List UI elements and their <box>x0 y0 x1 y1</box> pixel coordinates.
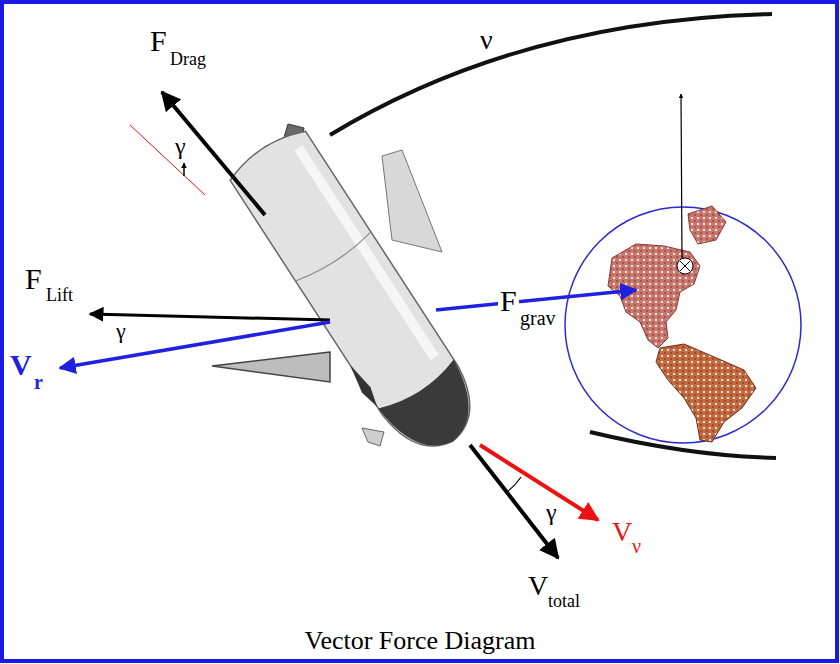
subscript: Drag <box>170 50 206 68</box>
force-vectors <box>60 92 636 558</box>
force-symbol: F <box>498 286 519 316</box>
velocity-symbol: V <box>10 350 32 380</box>
subscript: r <box>34 372 43 392</box>
angle-symbol: γ <box>116 320 126 342</box>
orbit-symbol: ν <box>478 26 495 54</box>
angle-symbol: γ <box>175 134 186 158</box>
subscript: ν <box>632 536 641 556</box>
space-shuttle <box>212 124 491 468</box>
velocity-symbol: V <box>612 518 632 546</box>
subscript: Lift <box>46 286 73 304</box>
force-symbol: F <box>150 26 167 56</box>
subscript: total <box>548 592 580 610</box>
orbit-arc <box>330 14 772 135</box>
earth-globe <box>565 94 801 443</box>
velocity-symbol: V <box>528 572 548 600</box>
force-symbol: F <box>25 264 42 294</box>
angle-symbol: γ <box>546 500 557 524</box>
subscript: grav <box>518 308 558 328</box>
figure-caption: Vector Force Diagram <box>0 628 840 654</box>
